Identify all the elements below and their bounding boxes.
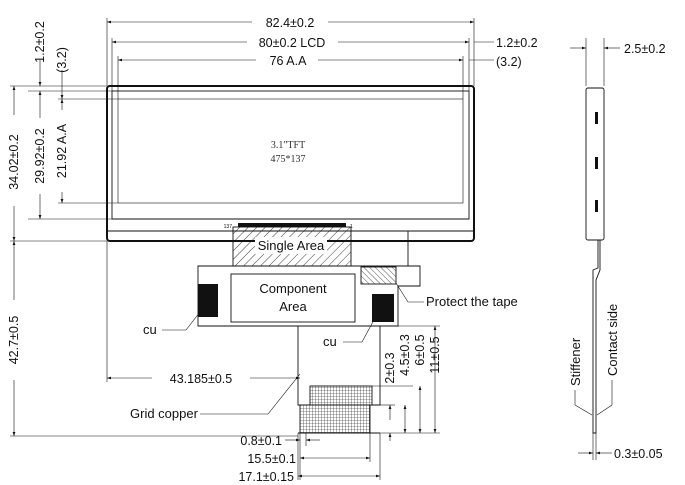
dim-pitch: 0.8±0.1 (240, 434, 282, 448)
single-area-label: Single Area (258, 238, 325, 253)
dim-top-margin: 1.2±0.2 (33, 21, 47, 63)
display-text-resolution: 475*137 (271, 154, 306, 165)
dim-top-margin-ref: (3.2) (55, 47, 69, 73)
left-dimensions: 1.2±0.2 (3.2) 34.02±0.2 29.92±0.2 21.92 … (7, 21, 300, 437)
cu-pad-left (198, 284, 218, 317)
pin-strip (238, 223, 346, 227)
dim-right-margin-ref: (3.2) (496, 55, 522, 69)
dim-side-thickness: 2.5±0.2 (624, 42, 666, 56)
dim-active-height: 21.92 A.A (55, 123, 69, 178)
side-fpc (592, 240, 601, 434)
side-view: 2.5±0.2 Stiffener Contact side 0.3±0.05 (568, 38, 666, 461)
dim-tail-width: 17.1±0.15 (238, 470, 294, 484)
stiffener-label: Stiffener (568, 337, 583, 386)
grid-copper-label: Grid copper (130, 406, 199, 421)
dim-right-margin: 1.2±0.2 (496, 36, 538, 50)
dim-tail-4-5: 4.5±0.3 (398, 334, 412, 376)
display-module: 3.1"TFT 475*137 137 1 (106, 85, 475, 242)
cu-right-label: cu (323, 334, 337, 349)
component-area-line2: Area (279, 299, 307, 314)
cu-pad-right (372, 294, 394, 322)
side-body (585, 87, 605, 241)
top-dimensions: 82.4±0.2 80±0.2 LCD 76 A.A 1.2±0.2 (3.2) (106, 16, 538, 99)
dim-outline-width: 82.4±0.2 (266, 16, 315, 30)
contact-side-label: Contact side (605, 304, 620, 376)
dim-lcd-height: 29.92±0.2 (33, 128, 47, 184)
dim-tail-11: 11±0.5 (428, 336, 442, 373)
component-area (230, 273, 356, 323)
dim-tail-6: 6±0.5 (413, 334, 427, 365)
fpc-assembly: Single Area Component Area (197, 226, 421, 434)
display-text-size: 3.1"TFT (271, 140, 305, 151)
dim-fpc-thickness: 0.3±0.05 (614, 447, 663, 461)
dim-tail-2: 2±0.3 (383, 352, 397, 383)
dim-pin-span: 15.5±0.1 (247, 452, 296, 466)
callouts: cu cu Protect the tape Grid copper (130, 282, 518, 421)
component-area-line1: Component (259, 281, 327, 296)
dim-lcd-width: 80±0.2 LCD (259, 36, 326, 50)
protect-tape (360, 266, 397, 285)
dim-active-width: 76 A.A (270, 54, 307, 68)
active-area (117, 98, 464, 204)
tail-dimensions: 2±0.3 4.5±0.3 6±0.5 11±0.5 (372, 325, 442, 441)
grid-copper-area (309, 385, 373, 406)
bottom-dimensions: 0.8±0.1 15.5±0.1 17.1±0.15 (238, 433, 381, 484)
dim-outline-height: 34.02±0.2 (7, 134, 21, 190)
contact-fingers (299, 404, 371, 434)
protect-tape-label: Protect the tape (426, 294, 518, 309)
cu-left-label: cu (143, 322, 157, 337)
dim-fpc-offset: 43.185±0.5 (170, 372, 233, 386)
pin-label-right: 1 (350, 224, 353, 230)
dim-total-fpc-length: 42.7±0.5 (7, 316, 21, 365)
pin-label-left: 137 (224, 224, 233, 230)
